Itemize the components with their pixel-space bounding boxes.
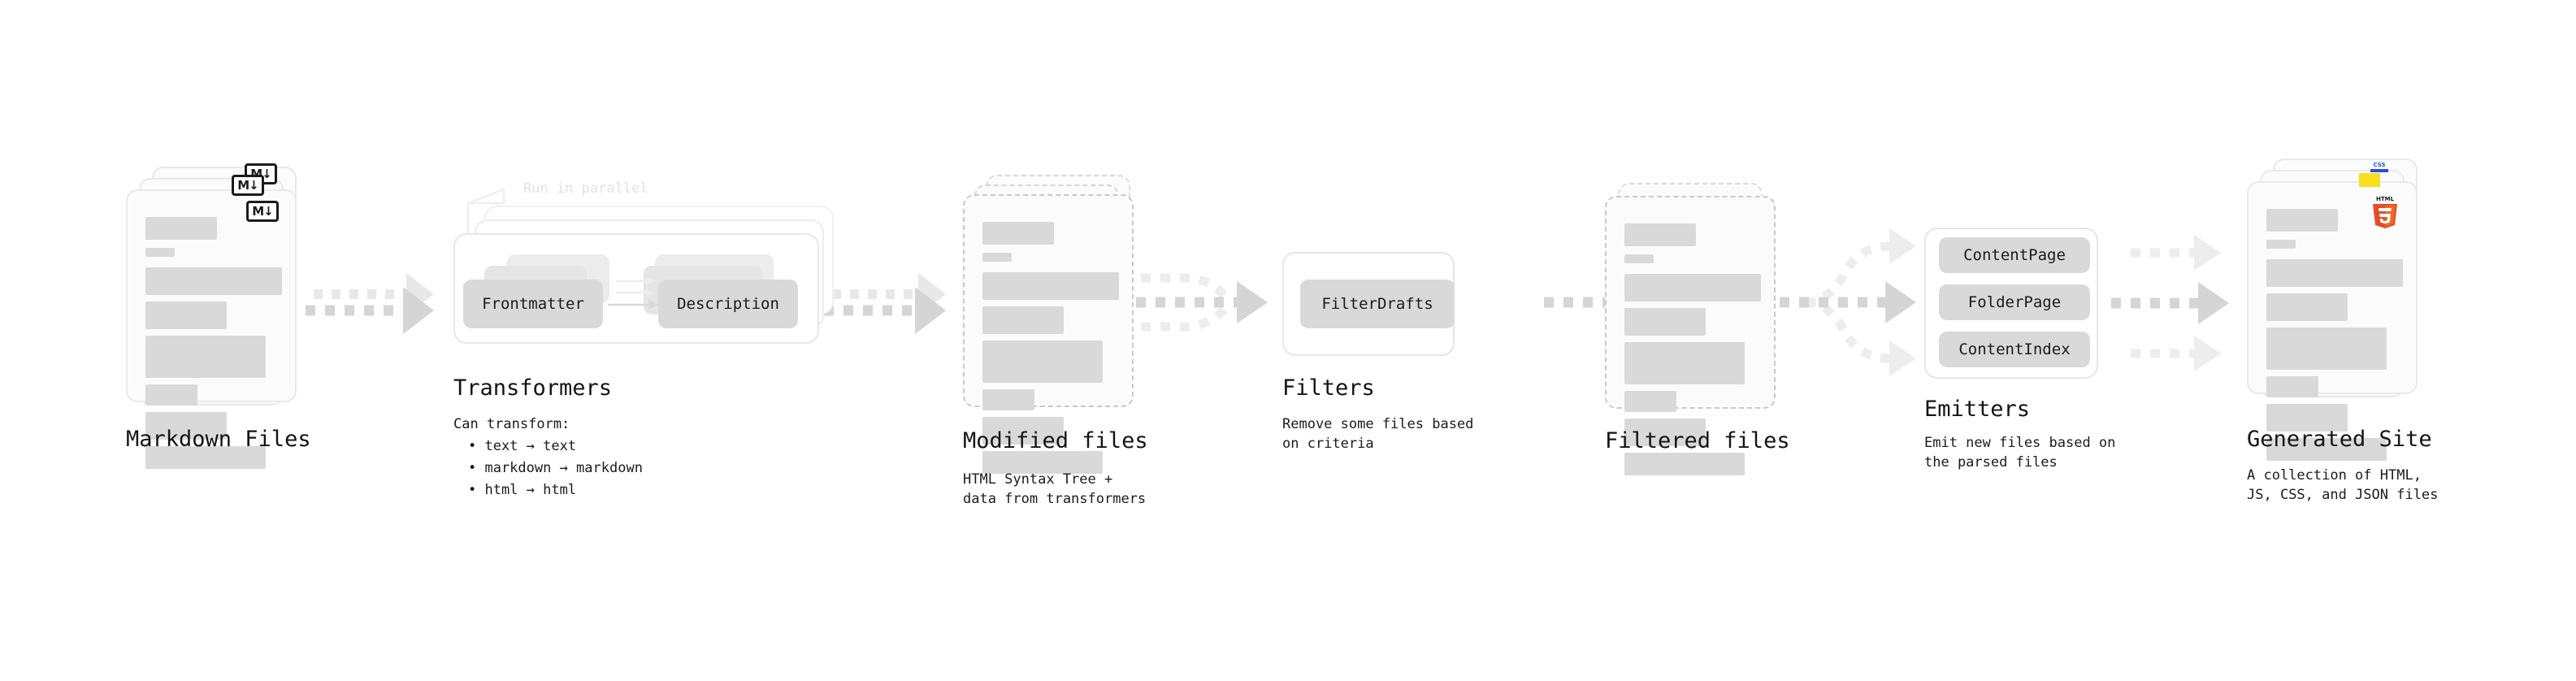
- skeleton-row: [2266, 240, 2296, 249]
- emitters-chip-contentindex[interactable]: ContentIndex: [1939, 332, 2090, 367]
- transformers-bullet-1: • markdown → markdown: [468, 460, 643, 476]
- skeleton-row: [2266, 293, 2348, 321]
- skeleton-row: [1624, 274, 1761, 301]
- stage-subtitle-emitters: Emit new files based on the parsed files: [1924, 435, 2116, 471]
- transformer-chip-frontmatter[interactable]: Frontmatter: [463, 280, 603, 328]
- skeleton-row: [1624, 308, 1706, 336]
- stage-title-modified-files: Modified files: [963, 428, 1148, 453]
- skeleton-row: [2266, 209, 2338, 232]
- skeleton-row: [1624, 254, 1654, 263]
- stage-subtitle-transformers: Can transform:: [453, 416, 570, 432]
- stage-subtitle-generated-site: A collection of HTML, JS, CSS, and JSON …: [2247, 467, 2439, 503]
- skeleton-row: [145, 301, 227, 329]
- svg-text:HTML: HTML: [2376, 196, 2395, 202]
- js-badge: [2359, 173, 2380, 187]
- file-card-front: [126, 189, 297, 469]
- markdown-badge: M↓: [246, 201, 279, 222]
- skeleton-row: [982, 340, 1103, 383]
- file-card-front: [963, 194, 1134, 474]
- skeleton-row: [145, 446, 266, 469]
- file-card-front: [1605, 196, 1776, 475]
- skeleton-row: [1624, 391, 1676, 412]
- filters-chip-filterdrafts[interactable]: FilterDrafts: [1300, 280, 1455, 328]
- skeleton-row: [2266, 259, 2403, 287]
- skeleton-row: [1624, 342, 1745, 384]
- transformer-chip-description[interactable]: Description: [658, 280, 798, 328]
- transformers-bullet-0: • text → text: [468, 438, 577, 454]
- skeleton-row: [145, 248, 175, 257]
- emitters-chip-contentpage[interactable]: ContentPage: [1939, 237, 2090, 273]
- stage-title-filters: Filters: [1282, 375, 1375, 401]
- skeleton-row: [2266, 327, 2387, 370]
- transformers-bullet-2: • html → html: [468, 482, 577, 498]
- skeleton-row: [2266, 438, 2387, 461]
- stage-title-generated-site: Generated Site: [2247, 427, 2432, 452]
- stage-title-filtered-files: Filtered files: [1605, 428, 1790, 453]
- connector-md-to-transformers: [306, 273, 434, 334]
- skeleton-row: [2266, 404, 2348, 432]
- skeleton-row: [982, 389, 1034, 410]
- stage-title-markdown-files: Markdown Files: [126, 427, 311, 452]
- skeleton-row: [1624, 453, 1745, 475]
- skeleton-row: [1624, 223, 1696, 246]
- stage-title-transformers: Transformers: [453, 375, 613, 401]
- skeleton-row: [2266, 376, 2318, 397]
- run-in-parallel-label: Run in parallel: [523, 180, 648, 197]
- skeleton-row: [145, 217, 217, 240]
- connector-emitters-to-site: [2111, 235, 2229, 371]
- emitters-chip-folderpage[interactable]: FolderPage: [1939, 284, 2090, 320]
- html5-badge: HTML: [2370, 194, 2400, 230]
- skeleton-row: [145, 384, 197, 406]
- skeleton-row: [982, 451, 1103, 474]
- connector-modified-to-filters: [1136, 273, 1268, 332]
- skeleton-row: [1624, 419, 1706, 446]
- css-badge: CSS: [2370, 162, 2388, 172]
- skeleton-row: [145, 336, 266, 378]
- stage-title-emitters: Emitters: [1924, 397, 2031, 422]
- skeleton-row: [145, 267, 282, 295]
- connector-filtered-to-emitters: [1780, 228, 1916, 376]
- connector-transformers-to-modified: [824, 273, 946, 334]
- markdown-badge-mid: M↓: [232, 175, 264, 196]
- stage-subtitle-filters: Remove some files based on criteria: [1282, 416, 1474, 452]
- skeleton-row: [982, 253, 1012, 262]
- skeleton-row: [982, 222, 1054, 245]
- skeleton-row: [982, 272, 1119, 300]
- skeleton-row: [982, 417, 1064, 445]
- skeleton-row: [982, 306, 1064, 334]
- skeleton-row: [145, 412, 227, 440]
- stage-subtitle-modified-files: HTML Syntax Tree + data from transformer…: [963, 471, 1147, 507]
